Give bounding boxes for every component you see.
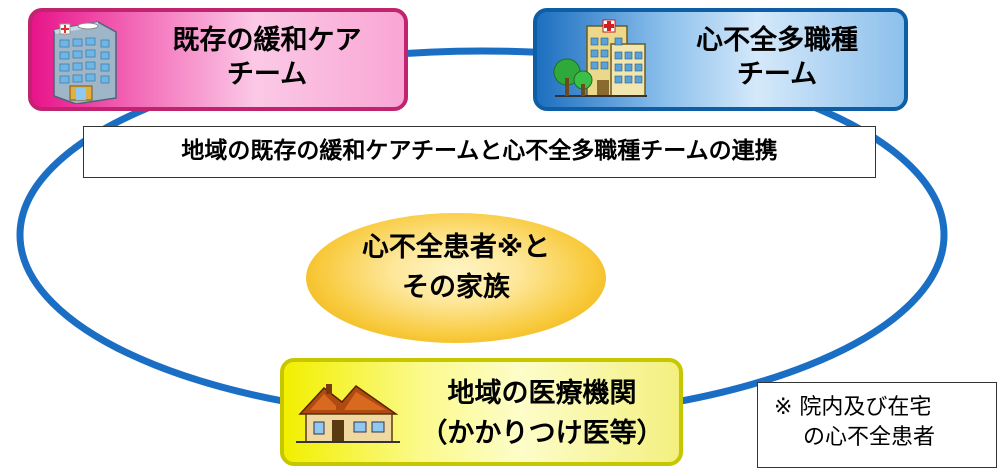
heart-failure-team-label: 心不全多職種 チーム [696, 25, 858, 90]
palliative-team-label: 既存の緩和ケア チーム [172, 25, 362, 90]
heart-failure-team-box: 心不全多職種 チーム [533, 8, 908, 111]
patient-label: 心不全患者※と その家族 [361, 232, 551, 303]
hospital-with-trees-icon [553, 19, 647, 97]
footnote-box: ※ 院内及び在宅 の心不全患者 [757, 382, 997, 468]
local-medical-institutions-box: 地域の医療機関 （かかりつけ医等） [280, 358, 683, 466]
palliative-care-team-box: 既存の緩和ケア チーム [28, 8, 408, 111]
hospital-building-icon [53, 21, 117, 104]
house-icon [296, 384, 400, 443]
collaboration-banner: 地域の既存の緩和ケアチームと心不全多職種チームの連携 [83, 126, 876, 178]
patient-ellipse [306, 213, 606, 343]
local-medical-label: 地域の医療機関 （かかりつけ医等） [420, 378, 664, 449]
